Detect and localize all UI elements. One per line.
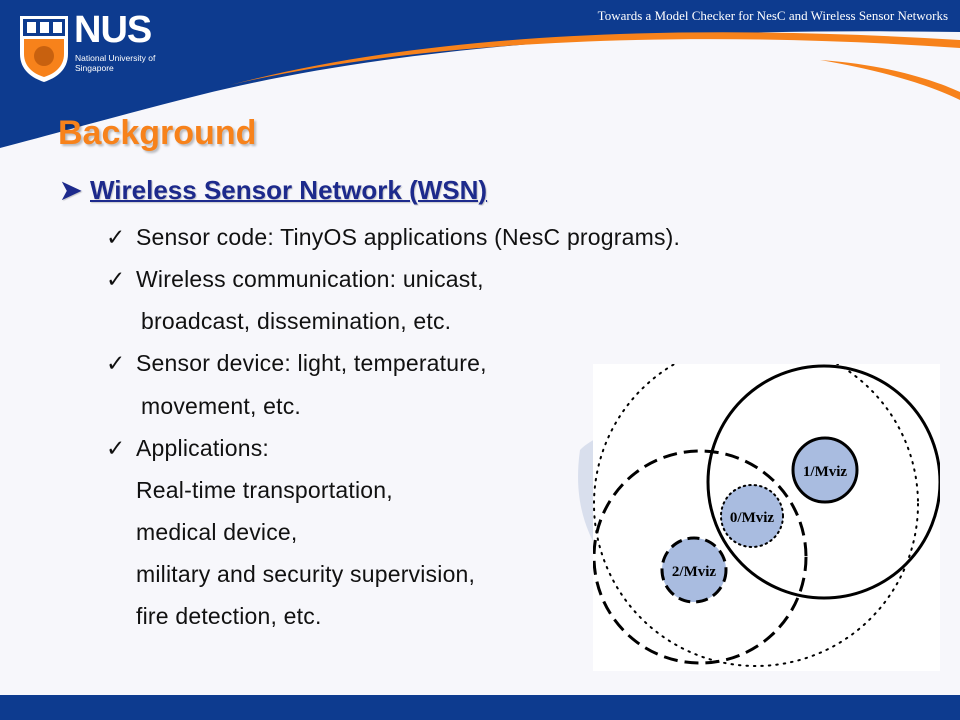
- header-orange-swoosh-lower: [820, 60, 960, 100]
- list-item-sensor-code: ✓ Sensor code: TinyOS applications (NesC …: [106, 224, 680, 251]
- list-item-text: Sensor device: light, temperature,: [136, 350, 487, 376]
- list-item-applications: ✓ Applications:: [106, 435, 269, 462]
- bullet-wsn: ➤ Wireless Sensor Network (WSN): [60, 175, 487, 206]
- list-item-sensor-device: ✓ Sensor device: light, temperature,: [106, 350, 487, 377]
- range-circle-dashed: [592, 449, 808, 665]
- list-item-wireless: ✓ Wireless communication: unicast,: [106, 266, 484, 293]
- slide-title: Background: [58, 114, 257, 152]
- node-0: [720, 484, 784, 548]
- node-1-label: 1/Mviz: [803, 464, 847, 480]
- bullet-wsn-text: Wireless Sensor Network (WSN): [90, 175, 488, 205]
- presentation-title: Towards a Model Checker for NesC and Wir…: [597, 8, 948, 23]
- header-background: [0, 0, 960, 148]
- checkmark-icon: ✓: [106, 435, 126, 461]
- footer-bar: [0, 695, 960, 720]
- node-2: [660, 536, 728, 604]
- nus-crest-icon: [20, 16, 68, 82]
- header-blue-band: [0, 0, 960, 148]
- node-1: [791, 436, 859, 504]
- checkmark-icon: ✓: [106, 224, 126, 250]
- application-item: fire detection, etc.: [136, 603, 322, 629]
- application-item: Real-time transportation,: [136, 477, 393, 503]
- list-item-text: Sensor code: TinyOS applications (NesC p…: [136, 224, 681, 250]
- list-item-text: Wireless communication: unicast,: [136, 266, 484, 292]
- logo-text: NUS: [74, 9, 152, 51]
- list-item-sensor-device-cont: movement, etc.: [141, 393, 302, 419]
- application-item: military and security supervision,: [136, 561, 476, 587]
- application-item: medical device,: [136, 519, 298, 545]
- header-orange-swoosh: [230, 32, 960, 85]
- node-2-label: 2/Mviz: [672, 564, 716, 580]
- list-item-wireless-cont: broadcast, dissemination, etc.: [141, 308, 452, 334]
- range-circle-dotted: [593, 341, 919, 667]
- arrow-bullet-icon: ➤: [60, 175, 82, 205]
- node-0-label: 0/Mviz: [730, 510, 774, 526]
- logo-subtitle: National University of Singapore: [75, 53, 156, 73]
- wsn-diagram: 1/Mviz 0/Mviz 2/Mviz: [592, 341, 942, 671]
- wsn-diagram-svg: 1/Mviz 0/Mviz 2/Mviz: [592, 341, 942, 667]
- list-item-text: Applications:: [136, 435, 270, 461]
- checkmark-icon: ✓: [106, 350, 126, 376]
- checkmark-icon: ✓: [106, 266, 126, 292]
